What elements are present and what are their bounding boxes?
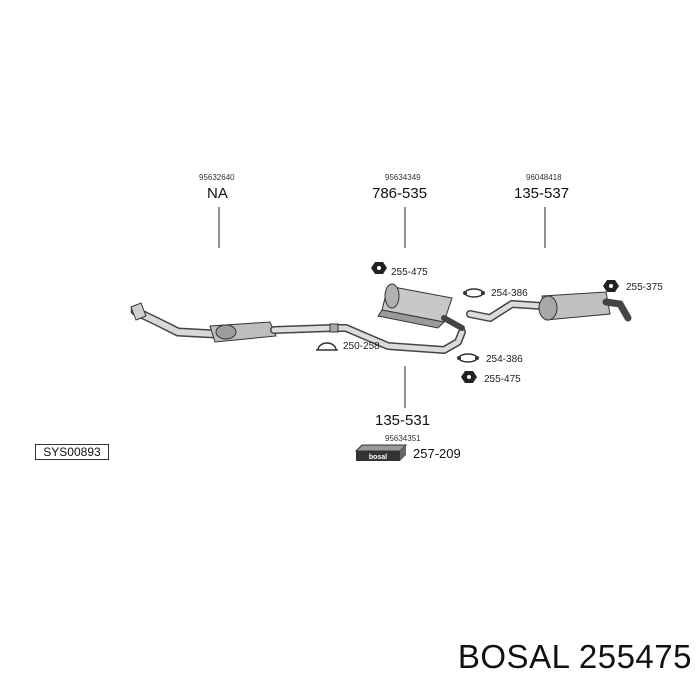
system-code-box: SYS00893 xyxy=(35,444,109,460)
ref-clamp-front: 250-258 xyxy=(343,341,380,352)
nut-icon xyxy=(461,371,477,383)
oem-number-3: 96048418 xyxy=(526,173,562,182)
part-number-2: 786-535 xyxy=(372,185,428,202)
ref-clamp-bottom: 254-386 xyxy=(486,354,523,365)
mounting-kit-brand: bosal xyxy=(369,454,387,461)
nut-icon xyxy=(371,262,387,274)
part-number-1: NA xyxy=(207,185,228,202)
front-silencer xyxy=(209,321,277,343)
mounting-kit-icon: bosal xyxy=(354,444,408,461)
ref-clamp-top-right: 254-386 xyxy=(491,288,528,299)
center-silencer xyxy=(377,283,465,331)
oem-number-2: 95634349 xyxy=(385,173,421,182)
front-pipe xyxy=(130,302,220,339)
ref-nut-top-mid: 255-475 xyxy=(391,267,428,278)
clamp-icon xyxy=(316,342,338,351)
mounting-kit-ref: 257-209 xyxy=(413,446,461,461)
product-footer-title: BOSAL 255475 xyxy=(457,638,692,675)
mid-pipe xyxy=(270,323,466,354)
oem-number-1: 95632640 xyxy=(199,173,235,182)
clamp-icon xyxy=(457,353,479,363)
ref-nut-bottom: 255-475 xyxy=(484,374,521,385)
clamp-icon xyxy=(463,288,485,298)
part-number-3: 135-537 xyxy=(514,185,570,202)
ref-nut-right: 255-375 xyxy=(626,282,663,293)
rear-section xyxy=(466,291,632,322)
nut-icon xyxy=(603,280,619,292)
oem-number-lower: 95634351 xyxy=(385,434,421,443)
part-number-lower: 135-531 xyxy=(375,412,431,429)
